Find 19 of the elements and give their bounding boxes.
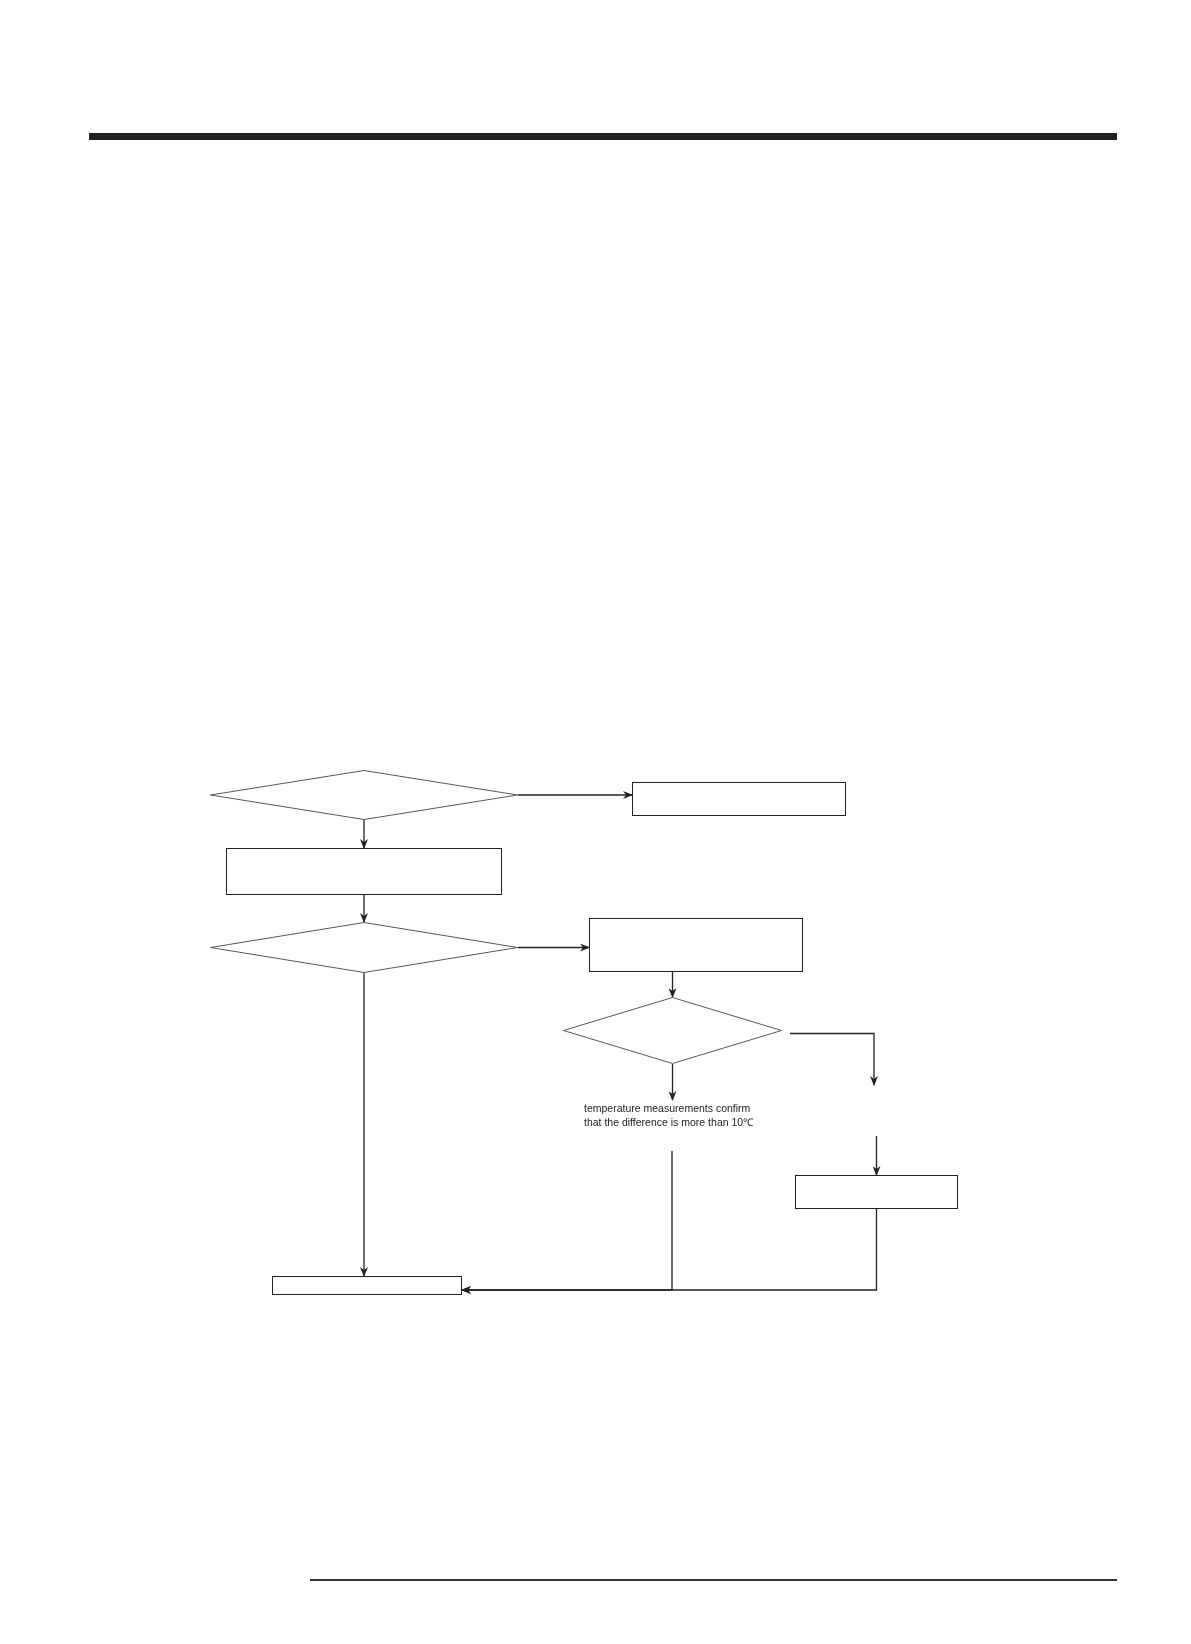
- decision-diamond: [210, 770, 518, 820]
- arrow: [668, 1063, 677, 1101]
- process-box: [226, 848, 502, 895]
- process-box: [589, 918, 803, 972]
- arrow: [360, 819, 368, 849]
- step-text: temperature measurements confirm that the difference is more than 10℃: [584, 1101, 755, 1129]
- arrow: [360, 972, 368, 1277]
- decision-diamond: [563, 997, 782, 1064]
- arrow: [668, 971, 677, 998]
- arrow: [517, 943, 590, 952]
- arrow: [789, 1032, 878, 1086]
- arrow: [360, 894, 368, 923]
- process-box: [632, 782, 846, 816]
- process-box: [795, 1175, 958, 1209]
- arrow: [872, 1135, 881, 1176]
- arrow: [461, 1208, 878, 1294]
- decision-diamond: [210, 922, 518, 973]
- arrow: [517, 791, 633, 799]
- process-box: [272, 1276, 462, 1295]
